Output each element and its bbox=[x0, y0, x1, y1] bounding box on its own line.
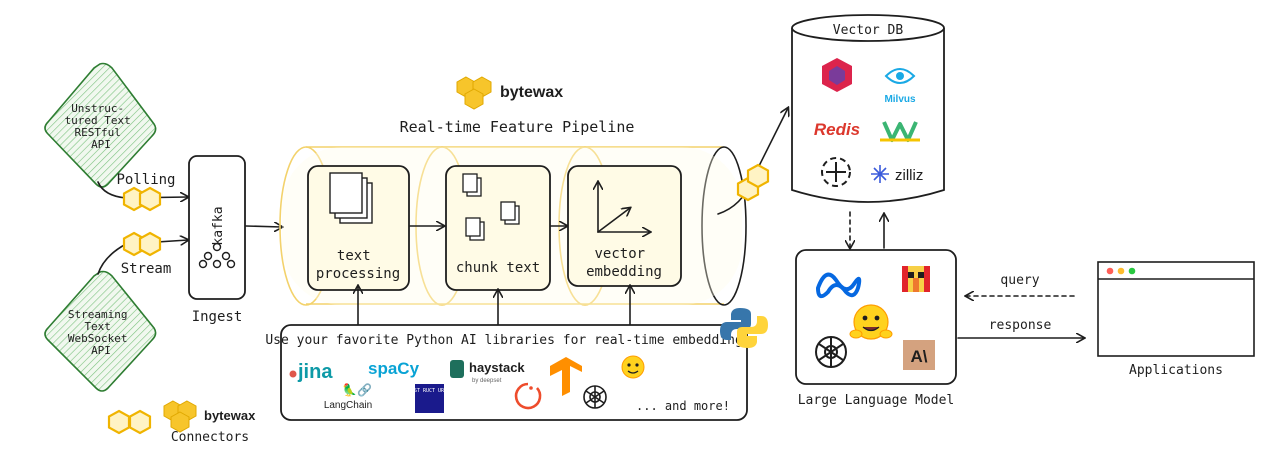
haystack-logo: haystack by deepset bbox=[450, 360, 525, 384]
polling-label: Polling bbox=[116, 172, 175, 188]
window-close-dot bbox=[1106, 267, 1114, 275]
unstructured-logo: UNST RUCT URED bbox=[408, 384, 450, 413]
vectordb-connector-icon bbox=[736, 163, 770, 202]
langchain-text: LangChain bbox=[324, 400, 372, 411]
bytewax-logo-small bbox=[163, 400, 197, 433]
applications-label: Applications bbox=[1129, 363, 1223, 378]
weaviate-icon bbox=[880, 121, 920, 142]
ingest-to-pipeline-arrow bbox=[245, 226, 282, 227]
zilliz-logo: zilliz bbox=[871, 165, 923, 184]
step2-label: chunk text bbox=[456, 260, 540, 276]
svg-text:vector embedding: vector embedding bbox=[586, 246, 662, 280]
step3-line-1: vector bbox=[594, 246, 645, 262]
haystack-text: haystack bbox=[469, 360, 525, 375]
bytewax-logo bbox=[456, 76, 492, 110]
text-processing-step: text processing bbox=[307, 165, 410, 291]
stream-connector-icon bbox=[122, 231, 162, 257]
huggingface-small-icon bbox=[621, 355, 645, 379]
unstructured-text: UNST RUCT URED bbox=[408, 388, 450, 394]
python-logo-icon bbox=[720, 308, 768, 348]
websocket-line-2: Text bbox=[84, 320, 111, 333]
jina-text: jina bbox=[297, 361, 333, 383]
tensorflow-icon bbox=[550, 357, 582, 396]
polling-connector-icon bbox=[122, 186, 162, 212]
query-label: query bbox=[1000, 273, 1039, 288]
vector-axes-icon bbox=[598, 182, 650, 232]
libraries-box: Use your favorite Python AI libraries fo… bbox=[265, 308, 768, 421]
chroma-icon bbox=[821, 157, 851, 187]
huggingface-icon bbox=[849, 304, 893, 340]
anthropic-icon: A\ bbox=[903, 340, 935, 370]
langchain-parrot-icon: 🦜🔗 bbox=[342, 382, 372, 397]
step3-line-2: embedding bbox=[586, 264, 662, 280]
ingest-label: Ingest bbox=[192, 309, 243, 325]
bytewax-brand-legend: bytewax bbox=[204, 408, 256, 423]
kafka-icon bbox=[198, 242, 236, 269]
restful-line-3: RESTful bbox=[75, 126, 121, 139]
step1-line-2: processing bbox=[316, 266, 400, 282]
stream-label: Stream bbox=[121, 261, 172, 277]
window-minimize-dot bbox=[1117, 267, 1125, 275]
svg-text:Unstruc- tured Text: Unstruc- tured Text RESTful API bbox=[65, 102, 138, 151]
restful-line-4: API bbox=[91, 138, 111, 151]
kafka-logo-text: kafka bbox=[211, 206, 226, 245]
openai-small-icon bbox=[583, 385, 607, 409]
vector-db-title: Vector DB bbox=[833, 23, 904, 38]
chunks-icon bbox=[462, 173, 520, 241]
milvus-text: Milvus bbox=[884, 94, 916, 105]
chunk-text-step: chunk text bbox=[445, 165, 551, 291]
llm-label: Large Language Model bbox=[798, 393, 955, 408]
jina-logo: jina bbox=[289, 361, 333, 383]
langchain-logo: 🦜🔗 LangChain bbox=[324, 382, 372, 411]
llm-box: A\ bbox=[795, 249, 957, 385]
restful-line-2: tured Text bbox=[65, 114, 131, 127]
websocket-api-source: Streaming Text WebSocket API bbox=[44, 270, 157, 392]
ingest-box: kafka bbox=[188, 155, 246, 300]
libraries-heading: Use your favorite Python AI libraries fo… bbox=[265, 333, 750, 348]
websocket-line-3: WebSocket bbox=[68, 332, 128, 345]
restful-line-1: Unstruc- bbox=[71, 102, 124, 115]
qdrant-icon bbox=[822, 58, 852, 92]
vector-db-cylinder: Vector DB Milvus Redis zilliz bbox=[791, 14, 945, 203]
connectors-legend-icon bbox=[107, 409, 152, 435]
documents-icon bbox=[329, 172, 373, 224]
pytorch-icon bbox=[514, 382, 542, 410]
svg-text:Streaming Text Web: Streaming Text WebSocket API bbox=[68, 308, 134, 357]
svg-text:text processing: text processing bbox=[316, 248, 400, 282]
bytewax-brand-top: bytewax bbox=[500, 84, 563, 101]
websocket-line-1: Streaming bbox=[68, 308, 128, 321]
mistral-icon bbox=[902, 266, 930, 292]
openai-icon bbox=[815, 336, 847, 368]
websocket-line-4: API bbox=[91, 344, 111, 357]
anthropic-text: A\ bbox=[911, 347, 928, 366]
zilliz-text: zilliz bbox=[895, 167, 923, 184]
vector-embedding-step: vector embedding bbox=[567, 165, 682, 287]
more-libraries-text: ... and more! bbox=[636, 399, 730, 413]
window-maximize-dot bbox=[1128, 267, 1136, 275]
connectors-label: Connectors bbox=[171, 430, 249, 445]
restful-api-source: Unstruc- tured Text RESTful API bbox=[44, 62, 157, 188]
applications-window bbox=[1097, 261, 1255, 357]
redis-logo: Redis bbox=[814, 120, 860, 139]
step1-line-1: text bbox=[337, 248, 371, 264]
pipeline-title: Real-time Feature Pipeline bbox=[400, 118, 635, 136]
milvus-logo: Milvus bbox=[884, 68, 916, 105]
meta-icon bbox=[816, 272, 862, 299]
haystack-by-text: by deepset bbox=[472, 378, 502, 384]
response-label: response bbox=[989, 318, 1052, 333]
spacy-logo: spaCy bbox=[368, 359, 420, 378]
